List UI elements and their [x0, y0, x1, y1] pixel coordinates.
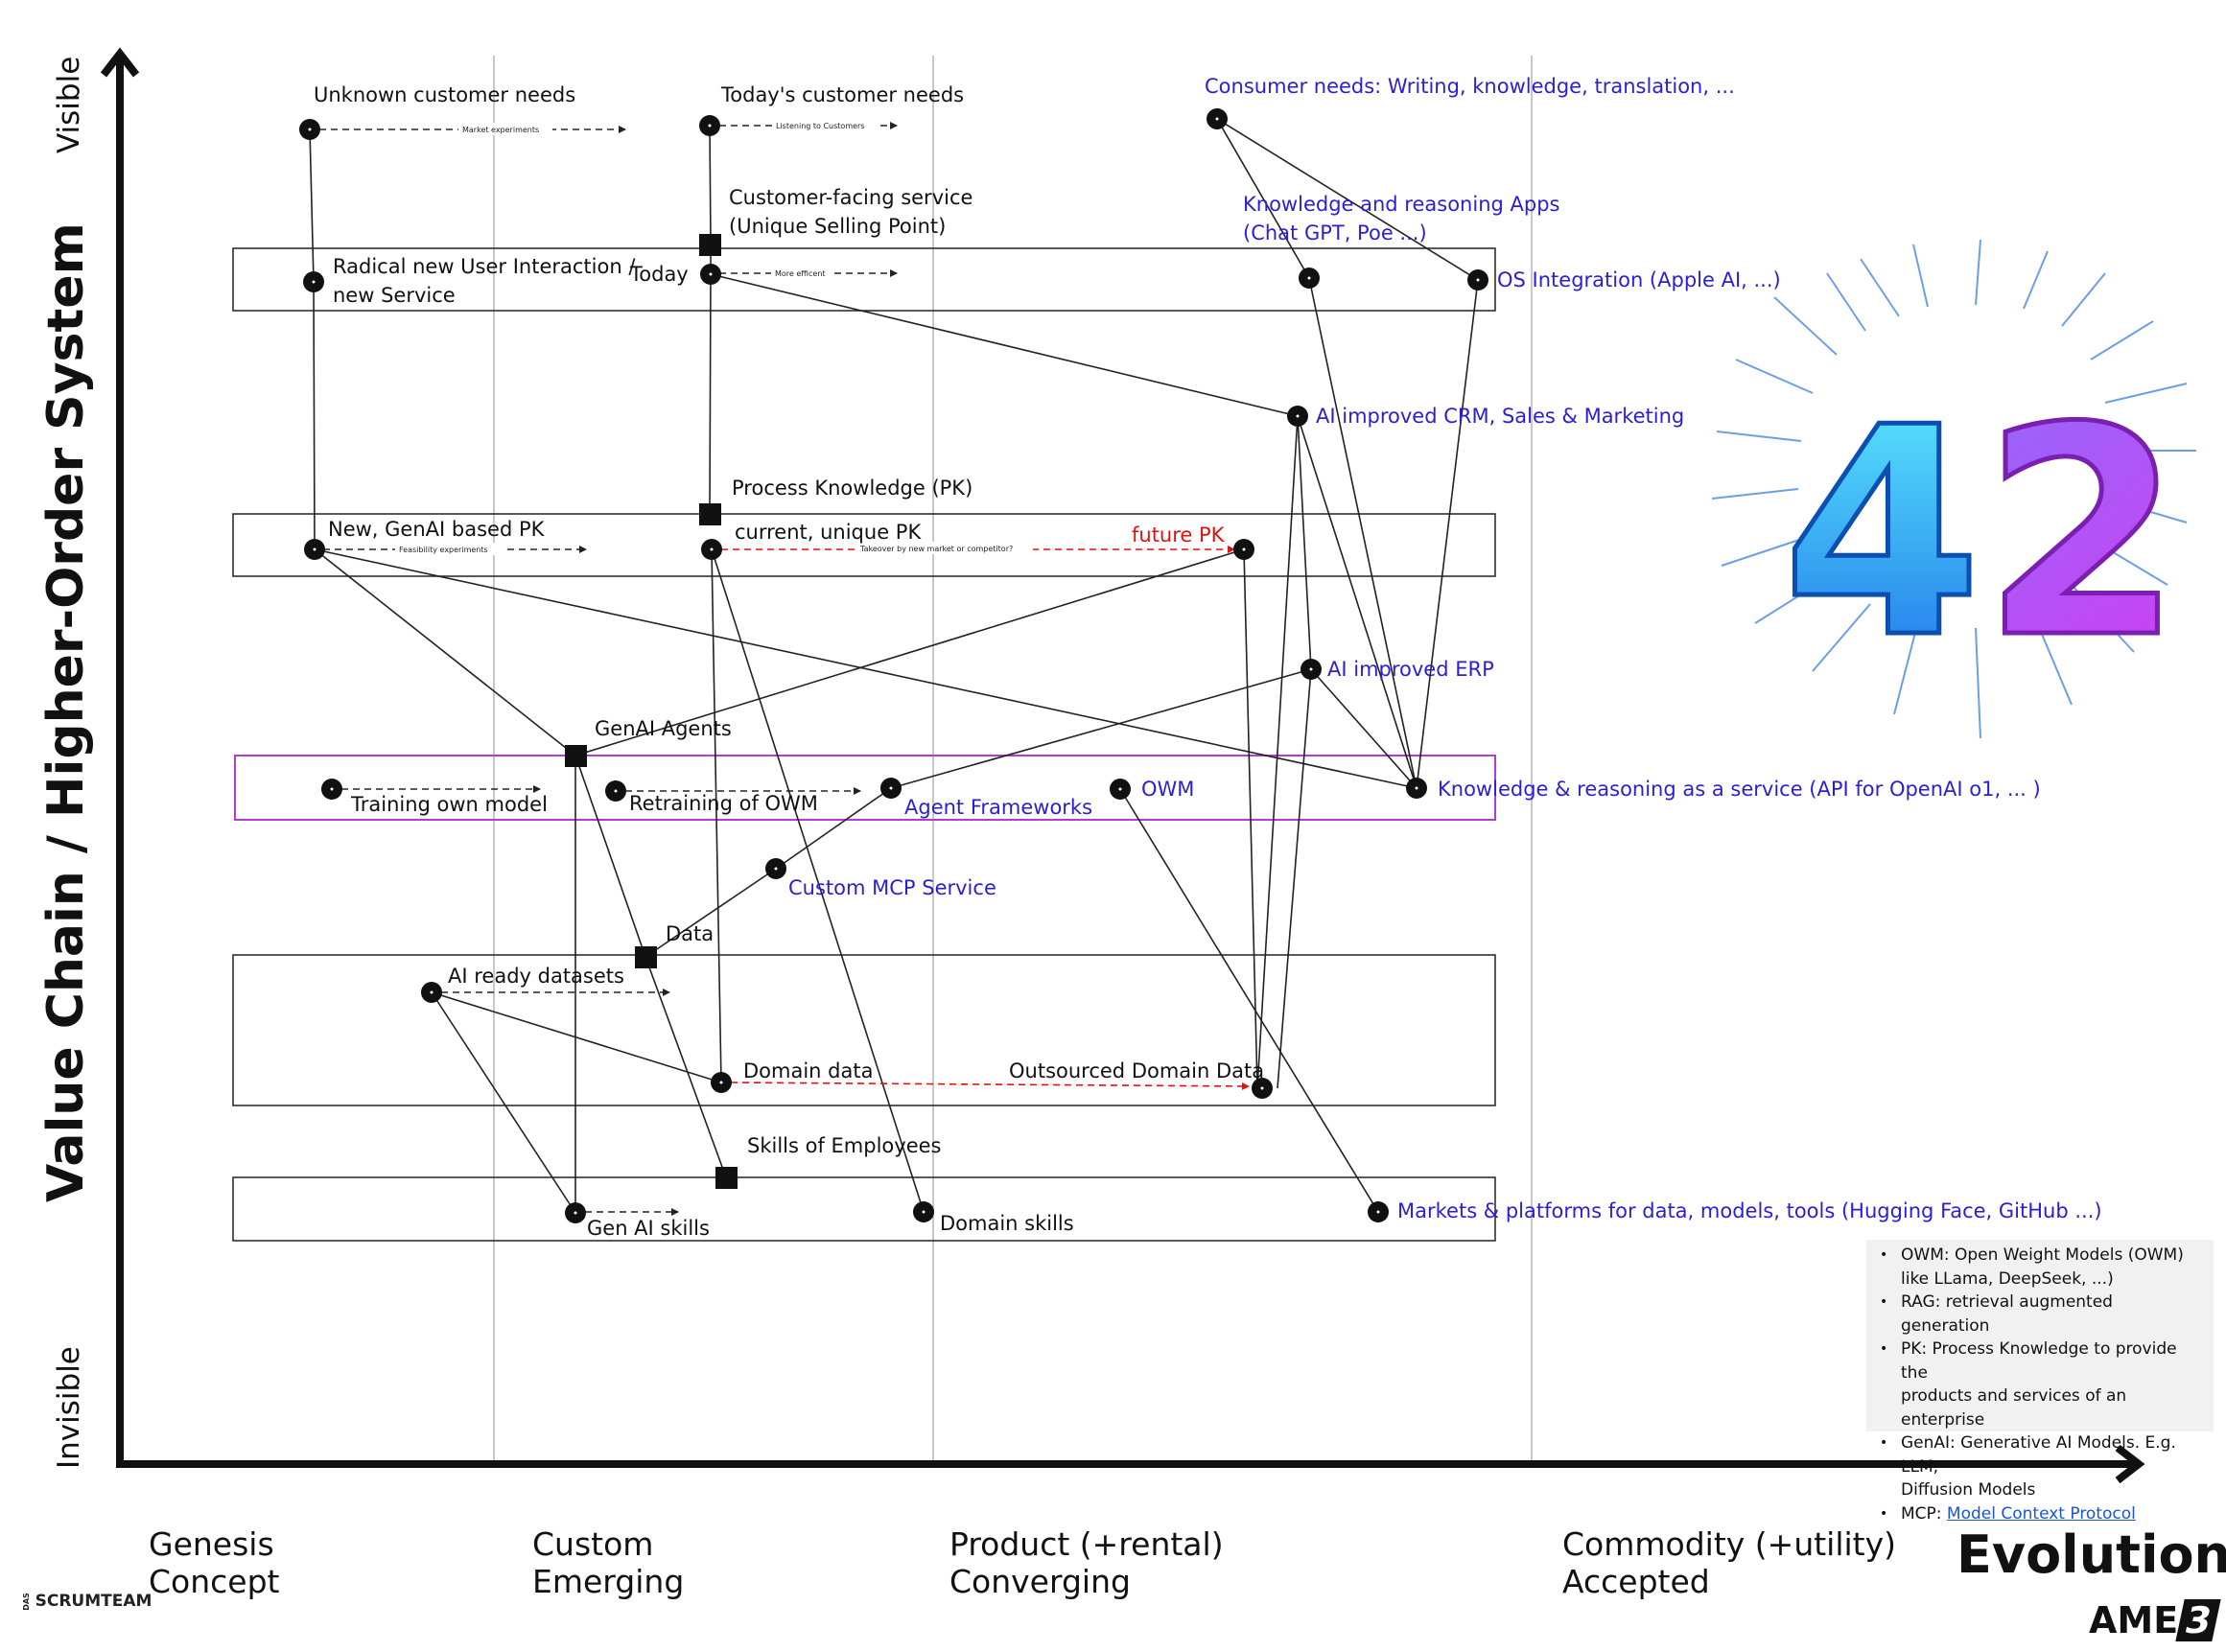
label-future-pk: future PK — [1132, 524, 1226, 547]
label-domain-skills: Domain skills — [940, 1212, 1074, 1235]
label-cfs-1: Customer-facing service — [729, 186, 972, 209]
label-domain-data: Domain data — [743, 1059, 873, 1082]
legend-genai: GenAI: Generative AI Models. E.g. LLM,Di… — [1880, 1431, 2206, 1502]
label-agent-frameworks: Agent Frameworks — [904, 796, 1092, 819]
legend-owm: OWM: Open Weight Models (OWM)like LLama,… — [1880, 1244, 2206, 1291]
label-erp: AI improved ERP — [1327, 658, 1494, 681]
label-owm: OWM — [1141, 778, 1194, 801]
anchor-customer-service[interactable] — [699, 234, 721, 256]
label-ai-datasets: AI ready datasets — [448, 965, 624, 988]
legend-rag: RAG: retrieval augmented generation — [1880, 1291, 2206, 1338]
label-today: Today — [629, 263, 689, 286]
label-genai-skills: Gen AI skills — [587, 1217, 710, 1240]
label-os-integration: OS Integration (Apple AI, ...) — [1497, 268, 1781, 291]
stage-product: Product (+rental) — [949, 1525, 1224, 1563]
label-current-pk: current, unique PK — [735, 521, 922, 544]
label-training: Training own model — [350, 793, 548, 816]
note-listening: Listening to Customers — [776, 122, 865, 130]
label-todays-needs: Today's customer needs — [720, 83, 964, 106]
legend-mcp: MCP: Model Context Protocol — [1880, 1502, 2206, 1526]
label-genai-agents: GenAI Agents — [595, 717, 732, 740]
stage-genesis: Genesis — [149, 1525, 274, 1563]
label-data: Data — [666, 922, 714, 945]
label-retraining: Retraining of OWM — [629, 792, 818, 815]
label-unknown-needs: Unknown customer needs — [314, 83, 575, 106]
y-axis-title: Value Chain / Higher-Order System — [37, 222, 95, 1202]
stage-commodity: Commodity (+utility) — [1562, 1525, 1896, 1563]
anchor-data[interactable] — [635, 946, 657, 968]
group-boxes — [232, 247, 1496, 1242]
label-markets: Markets & platforms for data, models, to… — [1397, 1199, 2102, 1222]
stage-concept: Concept — [149, 1563, 280, 1600]
legend-pk: PK: Process Knowledge to provide theprod… — [1880, 1338, 2206, 1431]
label-kr-service: Knowledge & reasoning as a service (API … — [1438, 778, 2041, 801]
group-anchors — [565, 234, 738, 1189]
anchor-genai-agents[interactable] — [565, 745, 587, 767]
label-outsourced: Outsourced Domain Data — [1009, 1059, 1264, 1082]
label-pk: Process Knowledge (PK) — [732, 477, 972, 500]
note-more-efficient: More efficent — [775, 269, 826, 278]
stage-accepted: Accepted — [1562, 1563, 1710, 1600]
label-cfs-2: (Unique Selling Point) — [729, 215, 946, 238]
component-labels: Unknown customer needs Today's customer … — [314, 75, 2102, 1240]
mcp-link[interactable]: Model Context Protocol — [1946, 1503, 2136, 1524]
badge-42: 42 — [1711, 239, 2196, 739]
label-consumer-needs: Consumer needs: Writing, knowledge, tran… — [1205, 75, 1735, 98]
burst-rays — [1711, 239, 2196, 739]
note-takeover: Takeover by new market or competitor? — [859, 545, 1013, 553]
stage-separators — [493, 56, 1533, 1462]
component-links — [309, 118, 1479, 1214]
label-skills-employees: Skills of Employees — [747, 1134, 941, 1157]
anchor-process-knowledge[interactable] — [699, 503, 721, 525]
y-axis-visible: Visible — [52, 57, 86, 153]
label-crm: AI improved CRM, Sales & Marketing — [1316, 405, 1684, 428]
stage-custom: Custom — [532, 1525, 653, 1563]
arrow-notes: Market experiments Listening to Customer… — [395, 119, 1033, 555]
note-feasibility: Feasibility experiments — [399, 546, 488, 554]
anchor-skills[interactable] — [715, 1167, 738, 1189]
note-market-experiments: Market experiments — [462, 126, 539, 134]
badge-digit-4: 42 — [1782, 366, 2183, 701]
legend: OWM: Open Weight Models (OWM)like LLama,… — [1866, 1240, 2214, 1525]
label-kr-apps-1: Knowledge and reasoning Apps — [1243, 193, 1559, 216]
label-kr-apps-2: (Chat GPT, Poe ...) — [1243, 221, 1427, 244]
label-mcp-service: Custom MCP Service — [788, 876, 996, 899]
component-nodes — [299, 108, 1488, 1223]
label-radical-1: Radical new User Interaction / — [333, 255, 636, 278]
evolution-arrows — [319, 122, 1250, 1216]
y-axis-invisible: Invisible — [52, 1346, 86, 1469]
stage-emerging: Emerging — [532, 1563, 684, 1600]
label-radical-2: new Service — [333, 284, 456, 307]
label-new-pk: New, GenAI based PK — [328, 518, 546, 541]
x-axis-stages: Genesis Concept Custom Emerging Product … — [149, 1525, 1896, 1600]
ame3-logo: AME3 — [2089, 1599, 2222, 1641]
stage-converging: Converging — [949, 1563, 1131, 1600]
x-axis-title: Evolution — [1957, 1524, 2226, 1585]
